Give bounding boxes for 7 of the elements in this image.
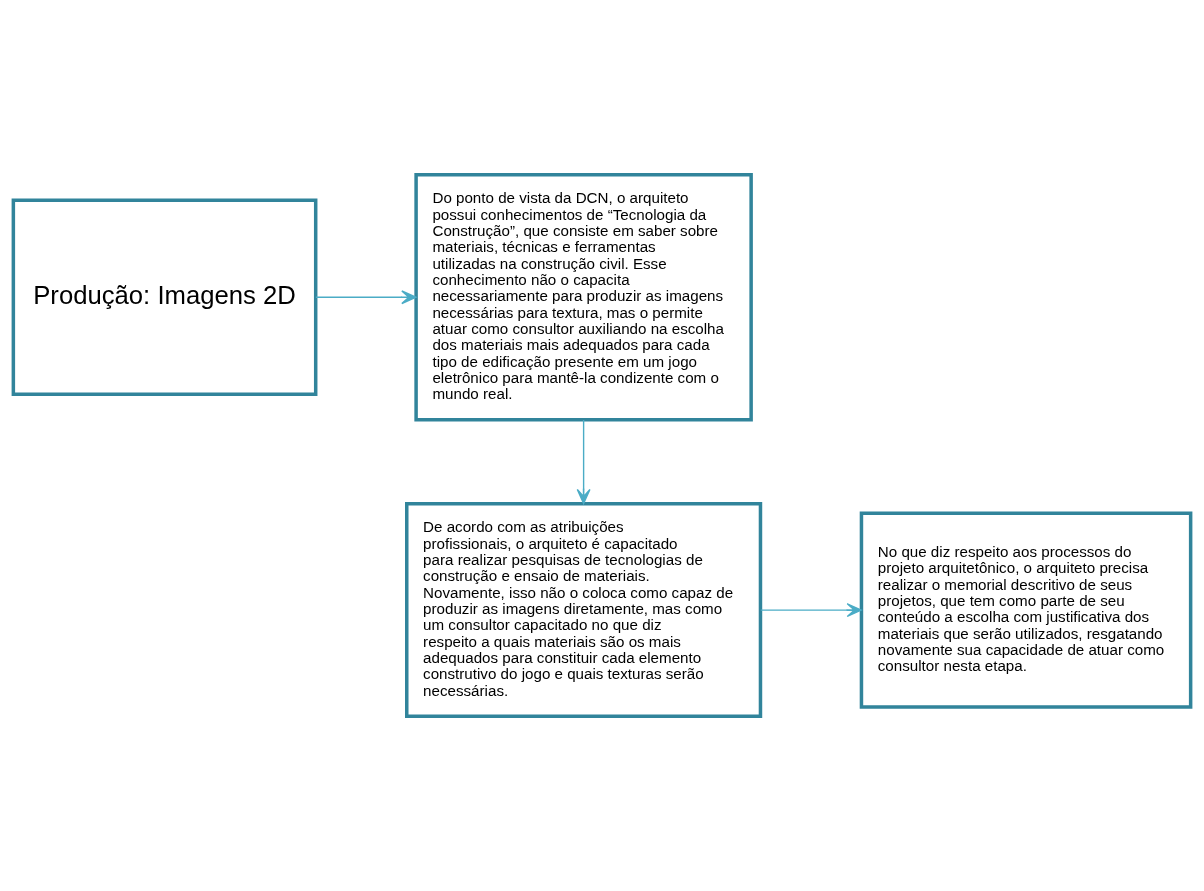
node-box: Produção: Imagens 2D — [11, 198, 318, 396]
arrow — [760, 603, 862, 618]
arrow — [576, 419, 591, 505]
node-box: Do ponto de vista da DCN, o arquiteto possui conhecimentos de “Tecnologia da Construção”, que consiste em saber sobre materiais, técnicas e ferramentas utilizadas na construção civil. Esse conhecimento não o capacita necessariamente para produzir as imagens necessárias para textura, mas o permite atuar como consultor auxiliando na escolha dos materiais mais adequados para cada tipo de edificação presente em um jogo eletrônico para mantê-la condizente com o mundo real. — [414, 172, 753, 422]
node-box: De acordo com as atribuições profissionais, o arquiteto é capacitado para realizar pesquisas de tecnologias de construção e ensaio de materiais. Novamente, isso não o coloca como capaz de produzir as imagens diretamente, mas como um consultor capacitado no que diz respeito a quais materiais são os mais adequados para constituir cada elemento construtivo do jogo e quais texturas serão necessárias. — [405, 502, 763, 719]
node-box: No que diz respeito aos processos do projeto arquitetônico, o arquiteto precisa realizar o memorial descritivo de seus projetos, que tem como parte de seu conteúdo a escolha com justificativa dos materiais que serão utilizados, resgatando novamente sua capacidade de atuar como consultor nesta etapa. — [859, 511, 1193, 709]
arrow — [315, 290, 417, 305]
